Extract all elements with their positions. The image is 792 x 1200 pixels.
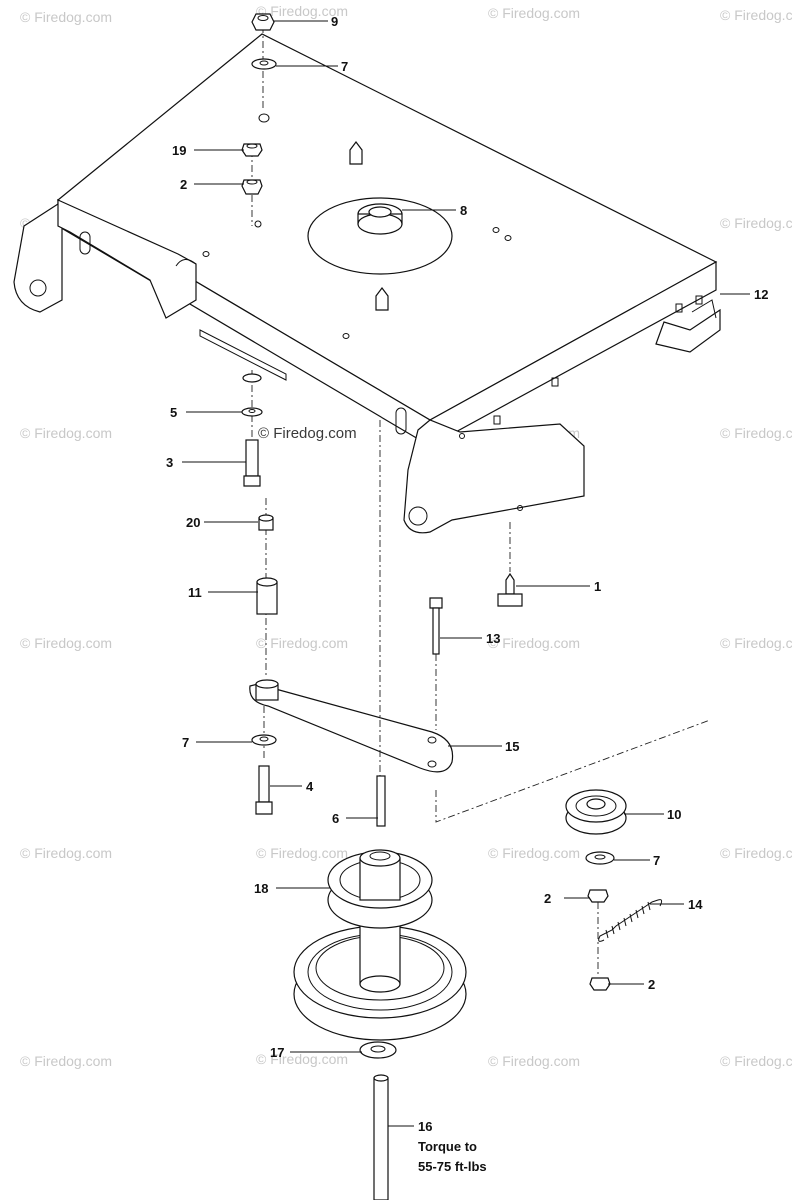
shaft-key <box>376 775 386 827</box>
callout-19: 19 <box>172 143 186 158</box>
torque-note-line1: Torque to <box>418 1139 477 1154</box>
watermark: © Firedog.com <box>488 845 580 861</box>
watermark-center: © Firedog.com <box>258 425 357 442</box>
callout-8: 8 <box>460 203 467 218</box>
callout-17: 17 <box>270 1045 284 1060</box>
callout-15: 15 <box>505 739 519 754</box>
callout-11: 11 <box>188 585 202 600</box>
callout-7-right: 7 <box>653 853 660 868</box>
watermark: © Firedog.com <box>720 7 792 23</box>
watermark: © Firedog.com <box>720 215 792 231</box>
watermark: © Firedog.com <box>720 845 792 861</box>
watermark: © Firedog.com <box>20 635 112 651</box>
callout-13: 13 <box>486 631 500 646</box>
callout-7-mid: 7 <box>182 735 189 750</box>
watermark: © Firedog.com <box>20 9 112 25</box>
callout-12: 12 <box>754 287 768 302</box>
callout-2-right-top: 2 <box>544 891 551 906</box>
drive-pulleys <box>293 849 467 1200</box>
callout-6: 6 <box>332 811 339 826</box>
drive-disc <box>307 197 453 275</box>
callout-4: 4 <box>306 779 314 794</box>
torque-note: Torque to 55-75 ft-lbs <box>418 1139 487 1174</box>
watermark: © Firedog.com <box>488 5 580 21</box>
torque-note-line2: 55-75 ft-lbs <box>418 1159 487 1174</box>
callout-7-top: 7 <box>341 59 348 74</box>
watermark: © Firedog.com <box>720 1053 792 1069</box>
callout-labels: 9 7 19 2 8 12 5 3 20 11 1 13 15 7 4 6 10… <box>166 14 768 1134</box>
watermark: © Firedog.com <box>720 635 792 651</box>
watermark: © Firedog.com <box>20 425 112 441</box>
watermark: © Firedog.com <box>256 3 348 19</box>
callout-5: 5 <box>170 405 177 420</box>
callout-9: 9 <box>331 14 338 29</box>
watermark: © Firedog.com <box>256 635 348 651</box>
watermark: © Firedog.com <box>20 1053 112 1069</box>
callout-2-right-bottom: 2 <box>648 977 655 992</box>
callout-18: 18 <box>254 881 268 896</box>
watermark: © Firedog.com <box>20 845 112 861</box>
watermark: © Firedog.com <box>488 1053 580 1069</box>
callout-14: 14 <box>688 897 703 912</box>
top-hardware <box>241 13 277 226</box>
chassis-plate <box>13 33 721 534</box>
watermark: © Firedog.com <box>256 845 348 861</box>
idler-pulley-assembly <box>565 789 663 991</box>
callout-leaders <box>182 20 750 1127</box>
callout-2-top: 2 <box>180 177 187 192</box>
pivot-stack <box>241 370 454 815</box>
watermark: © Firedog.com <box>488 635 580 651</box>
callout-16: 16 <box>418 1119 432 1134</box>
callout-20: 20 <box>186 515 200 530</box>
callout-1: 1 <box>594 579 601 594</box>
watermark: © Firedog.com <box>256 1051 348 1067</box>
watermark: © Firedog.com <box>720 425 792 441</box>
mount-hardware <box>379 420 711 823</box>
callout-3: 3 <box>166 455 173 470</box>
callout-10: 10 <box>667 807 681 822</box>
